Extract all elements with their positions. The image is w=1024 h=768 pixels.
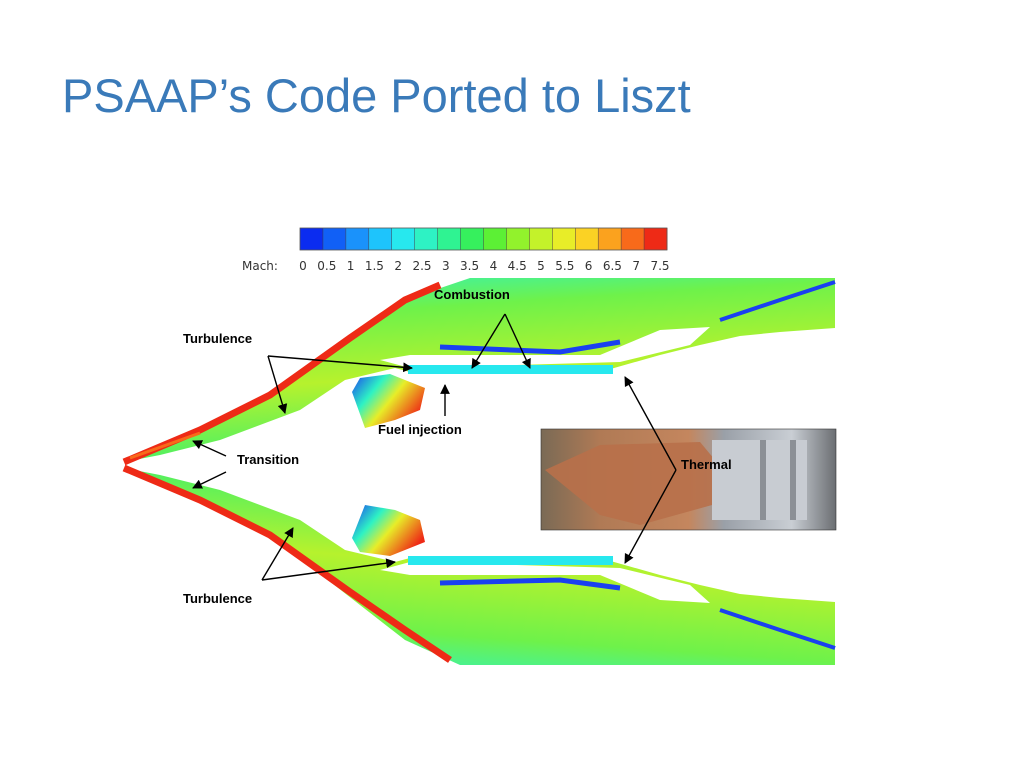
colorbar-swatch [437, 228, 462, 250]
lower-flow-region [122, 464, 836, 665]
colorbar-tick-label: 7 [632, 259, 640, 273]
colorbar-swatch [598, 228, 622, 250]
colorbar-swatch [621, 228, 645, 250]
colorbar-tick-label: 6 [585, 259, 593, 273]
upper-fuel-injector-plume [352, 374, 425, 428]
colorbar-tick-label: 2 [394, 259, 402, 273]
colorbar-tick-label: 7.5 [650, 259, 669, 273]
mach-colorbar: Mach: 0 0.5 1 1.5 2 2.5 3 3.5 4 4.5 5 5.5 6 6.5 7 7.5 [242, 227, 670, 273]
fuel-injection-label: Fuel injection [378, 422, 462, 437]
thermal-label: Thermal [681, 457, 732, 472]
colorbar-swatch [575, 228, 599, 250]
colorbar-tick-label: 5 [537, 259, 545, 273]
transition-label: Transition [237, 452, 299, 467]
annotation-arrows [192, 313, 677, 581]
colorbar-swatch [322, 228, 347, 250]
turbulence-top-label: Turbulence [183, 331, 252, 346]
colorbar-swatch [483, 228, 507, 250]
combustion-label: Combustion [434, 287, 510, 302]
colorbar-swatch [460, 228, 484, 250]
colorbar-frame [299, 227, 668, 251]
colorbar-swatch [644, 228, 668, 250]
colorbar-swatch [368, 228, 393, 250]
colorbar-tick-label: 3.5 [460, 259, 479, 273]
colorbar-swatch [414, 228, 439, 250]
colorbar-tick-label: 0 [299, 259, 307, 273]
colorbar-swatch [529, 228, 553, 250]
colorbar-swatch [300, 228, 324, 250]
colorbar-swatch [506, 228, 530, 250]
upper-flow-region [122, 278, 836, 466]
colorbar-swatch [391, 228, 416, 250]
colorbar-tick-label: 6.5 [603, 259, 622, 273]
colorbar-tick-label: 2.5 [412, 259, 431, 273]
engine-photo [540, 428, 837, 531]
colorbar-tick-label: 1.5 [365, 259, 384, 273]
colorbar-label: Mach: [242, 259, 278, 273]
colorbar-tick-label: 5.5 [555, 259, 574, 273]
colorbar-tick-label: 4.5 [508, 259, 527, 273]
slide-title: PSAAP’s Code Ported to Liszt [62, 69, 691, 122]
colorbar-tick-label: 1 [347, 259, 355, 273]
lower-fuel-injector-plume [352, 505, 425, 556]
colorbar-tick-label: 3 [442, 259, 450, 273]
colorbar-swatch [552, 228, 576, 250]
colorbar-tick-label: 4 [490, 259, 498, 273]
colorbar-swatch [345, 228, 370, 250]
colorbar-tick-label: 0.5 [317, 259, 336, 273]
turbulence-bottom-label: Turbulence [183, 591, 252, 606]
